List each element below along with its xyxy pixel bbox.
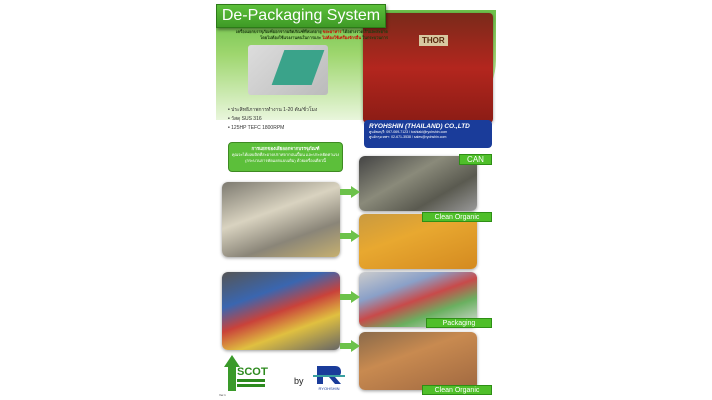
- arrow-right-icon: [340, 186, 360, 198]
- scott-logo-text: SCOTT: [237, 366, 268, 378]
- expired-products-photo: [222, 182, 340, 257]
- ryohshin-logo-text: RYOHSHIN: [318, 386, 339, 391]
- packaging-photo: [359, 272, 477, 327]
- machine-label: THOR: [419, 35, 448, 46]
- clean-organic-label: Clean Organic: [422, 212, 492, 222]
- quote-heading: การแยกของเสียออกจากบรรจุภัณฑ์: [251, 146, 320, 151]
- clean-organic-photo-2: [359, 332, 477, 390]
- spec-item: วัสดุ SUS 316: [228, 115, 317, 124]
- clean-organic-label: Clean Organic: [422, 385, 492, 395]
- arrow-right-icon: [340, 340, 360, 352]
- can-label: CAN: [459, 154, 492, 165]
- clean-organic-photo-1: [359, 214, 477, 269]
- subtitle-text: โดยไม่ต้องใช้แรงงานคนในการแกะ: [260, 35, 323, 40]
- spec-item: 125HP TEFC 1800RPM: [228, 124, 317, 133]
- company-contact: ศูนย์ชลบุรี: 097-069-7123 / toshiaki@ryo…: [369, 130, 448, 134]
- subtitle: เครื่องแยกบรรจุภัณฑ์ออกจากผลิตภัณฑ์ที่หม…: [216, 29, 388, 41]
- subtitle-text: ได้อย่างรวดเร็วและสะอาด: [341, 29, 388, 34]
- company-contact: ศูนย์กรุงเทพฯ: 02-671-3538 / sales@ryohs…: [369, 135, 447, 139]
- machine-3d-render: [248, 45, 328, 95]
- quote-box: การแยกของเสียออกจากบรรจุภัณฑ์ คุณจะได้ผล…: [228, 142, 343, 172]
- company-box: RYOHSHIN (THAILAND) CO.,LTD ศูนย์ชลบุรี:…: [364, 120, 492, 148]
- by-text: by: [294, 376, 304, 386]
- version-text: Ver.1: [219, 393, 226, 397]
- thor-machine-photo: THOR: [363, 13, 493, 123]
- quote-text: (กระบวนการคัดแยกแบบเดิม) ด้วยเครื่องเดีย…: [245, 158, 326, 163]
- quote-text: คุณจะได้ผลผลิตที่สะอาดปราศจากปนเปื้อน แล…: [231, 152, 340, 157]
- page-title: De-Packaging System: [216, 4, 386, 28]
- packaging-label: Packaging: [426, 318, 492, 328]
- subtitle-text: เครื่องแยกบรรจุภัณฑ์ออกจากผลิตภัณฑ์ที่หม…: [236, 29, 323, 34]
- subtitle-highlight: ไม่ต้องใช้เครื่องจักรอื่น: [322, 35, 362, 40]
- mixed-packaging-photo: [222, 272, 340, 350]
- subtitle-highlight: ขยะอาหาร: [322, 29, 342, 34]
- spec-item: ประสิทธิภาพการทำงาน 1-20 ตัน/ชั่วโมง: [228, 106, 317, 115]
- brochure: THOR De-Packaging System เครื่องแยกบรรจุ…: [216, 0, 496, 400]
- spec-list: ประสิทธิภาพการทำงาน 1-20 ตัน/ชั่วโมง วัส…: [228, 106, 317, 133]
- ryohshin-logo: RYOHSHIN: [313, 366, 345, 391]
- arrow-right-icon: [340, 291, 360, 303]
- scott-logo: SCOTT: [224, 355, 268, 391]
- subtitle-text: ในกระบวนการ: [361, 35, 388, 40]
- cans-photo: [359, 156, 477, 211]
- arrow-right-icon: [340, 230, 360, 242]
- company-name: RYOHSHIN (THAILAND) CO.,LTD: [369, 123, 470, 130]
